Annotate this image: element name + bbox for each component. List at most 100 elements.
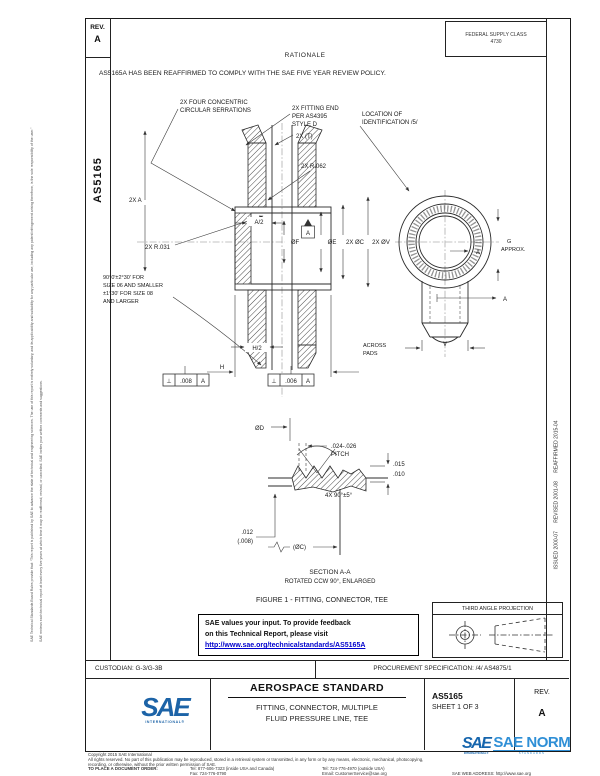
titleblock-divider-3 [514,678,515,750]
dim-h: H [220,365,224,371]
sec-dim-012: .012 [241,530,253,536]
sec-dim-od: ØD [255,426,265,432]
sae-logo-subtext: INTERNATIONAL® [145,720,185,724]
rev-box-bottom-line [85,57,110,58]
revision-history-text: ISSUED 2000-07 REVISED 2001-08 REAFFIRME… [553,420,560,570]
datum-a-letter: A [306,231,310,237]
rights-line-2: recording, or otherwise, without the pri… [88,761,217,767]
left-strip-divider [110,18,111,660]
custodian-divider [315,660,316,678]
custodian-bottom-line [85,678,569,679]
a2-label-bg [247,217,271,226]
titleblock-divider-2 [424,678,425,750]
note-angle-2: SIZE 06 AND SMALLER [103,283,163,289]
figure-caption: FIGURE 1 - FITTING, CONNECTOR, TEE [256,597,388,604]
web-address-line: SAE WEB ADDRESS: http://www.sae.org [452,770,532,776]
h2-label-bg [245,343,269,352]
sec-angle: 4X 90°±5° [325,493,353,499]
sheet-number: SHEET 1 OF 3 [432,704,479,711]
document-title-line1: FITTING, CONNECTOR, MULTIPLE [256,703,378,712]
callout-2xa: 2X A [129,198,142,204]
callout-location-2: IDENTIFICATION /5/ [362,120,418,126]
watermark-logo-text: SAE [462,735,492,752]
drawing-frame-border [85,18,571,752]
feedback-link[interactable]: http://www.sae.org/technicalstandards/AS… [205,642,366,649]
technical-drawing: A ⊥ .008 A ⊥ .006 A 2X FOUR CONCENTRIC C… [103,100,526,604]
drawing-callouts: 2X FOUR CONCENTRIC CIRCULAR SERRATIONS 2… [103,100,526,371]
watermark-text-block: SAE NORM STANDARDS [493,734,571,755]
callout-r062: 2X R.062 [301,164,327,170]
federal-supply-class-box: FEDERAL SUPPLY CLASS 4730 [445,21,547,57]
dim-ov: 2X ØV [372,240,390,246]
dim-v: V [443,342,447,348]
tel-outside: Tel: 724-776-4970 (outside USA) [322,766,385,771]
rights-line-1: All rights reserved. No part of this pub… [88,757,424,762]
feedback-line-2: on this Technical Report, please visit [205,631,328,638]
sec-dim-015: .015 [393,462,405,468]
copyright-line: Copyright 2015 SAE International [88,752,152,757]
dimension-lines [143,108,500,377]
watermark-sae-logo: SAE INTERNATIONAL® [462,735,492,756]
sec-dim-oc: (ØC) [293,545,306,551]
sae-norm-watermark: SAE INTERNATIONAL® SAE NORM STANDARDS [462,734,571,756]
fax-line: Fax: 724-776-0790 [190,770,227,776]
watermark-logo-subtext: INTERNATIONAL® [463,751,489,755]
dim-oc: 2X ØC [346,240,365,246]
dim-a2: A/2 [254,220,264,226]
rationale-heading: RATIONALE [284,52,326,59]
section-arrow-label-1: A [476,250,480,256]
section-aa: ØD .024-.026 PITCH .015 .010 4X 90°±5° .… [237,418,405,585]
fcf-right-value: .006 [285,379,297,385]
dim-of: ØF [291,240,300,246]
rev-box-label: REV. [90,24,105,31]
fcf-right-datum: A [306,379,310,385]
titleblock-top-line [85,660,569,661]
callout-fitting-end-3: STYLE D [292,122,318,128]
dim-h2: H/2 [252,346,262,352]
section-subtitle: ROTATED CCW 90°, ENLARGED [285,579,377,585]
titleblock-rev-label: REV. [534,689,550,696]
note-angle-1: 90°0'±2°30' FOR [103,275,144,281]
fcf-left-symbol: ⊥ [166,378,171,385]
note-angle-3: ±1°30' FOR SIZE 08 [103,291,153,297]
custodian-text: CUSTODIAN: G-3/G-3B [95,665,163,672]
fsc-title: FEDERAL SUPPLY CLASS [465,32,527,38]
sec-pitch-2: PITCH [331,452,349,458]
watermark-main-text: SAE NORM [493,734,571,751]
fcf-left-datum: A [201,379,205,385]
email-line: Email: CustomerService@sae.org [322,770,387,776]
sec-dim-010: .010 [393,472,405,478]
callout-fitting-end-2: PER AS4395 [292,114,328,120]
dim-g-2: APPROX. [501,247,526,253]
left-disclaimer-line1: SAE Technical Standards Board Rules prov… [30,127,34,642]
standard-type-heading: AEROSPACE STANDARD [250,682,384,694]
projection-box: THIRD ANGLE PROJECTION [432,602,563,658]
sae-logo-text: SAE [141,692,190,722]
fcf-right-symbol: ⊥ [271,378,276,385]
document-title-line2: FLUID PRESSURE LINE, TEE [265,714,369,723]
sae-logo: SAE INTERNATIONAL® [120,694,210,724]
callout-serrations-1: 2X FOUR CONCENTRIC [180,100,248,106]
serration-ring [408,205,482,279]
datum-flag-a: A [301,219,315,239]
order-label: TO PLACE A DOCUMENT ORDER: [88,766,158,771]
left-disclaimer-line2: SAE reviews each technical report at lea… [39,380,43,642]
rationale-text: AS5165A HAS BEEN REAFFIRMED TO COMPLY WI… [99,70,386,77]
callout-location-1: LOCATION OF [362,112,403,118]
fsc-value: 4730 [490,39,502,45]
callout-t: 2X (T) [296,134,313,140]
dim-g-1: G [507,239,511,245]
titleblock-divider-1 [210,678,211,750]
callout-fitting-end-1: 2X FITTING END [292,106,339,112]
across-pads-1: ACROSS [363,343,387,349]
tel-inside: Tel: 877-606-7323 (inside USA and Canada… [190,766,275,771]
side-view [398,195,492,343]
across-pads-2: PADS [363,351,378,357]
feedback-line-1: SAE values your input. To provide feedba… [205,620,351,627]
procurement-text: PROCUREMENT SPECIFICATION: /4/ AS4875/1 [373,665,512,672]
sec-pitch-1: .024-.026 [331,444,357,450]
centerlines [137,123,499,397]
sec-dim-008: (.008) [237,539,253,545]
projection-label: THIRD ANGLE PROJECTION [433,603,562,615]
